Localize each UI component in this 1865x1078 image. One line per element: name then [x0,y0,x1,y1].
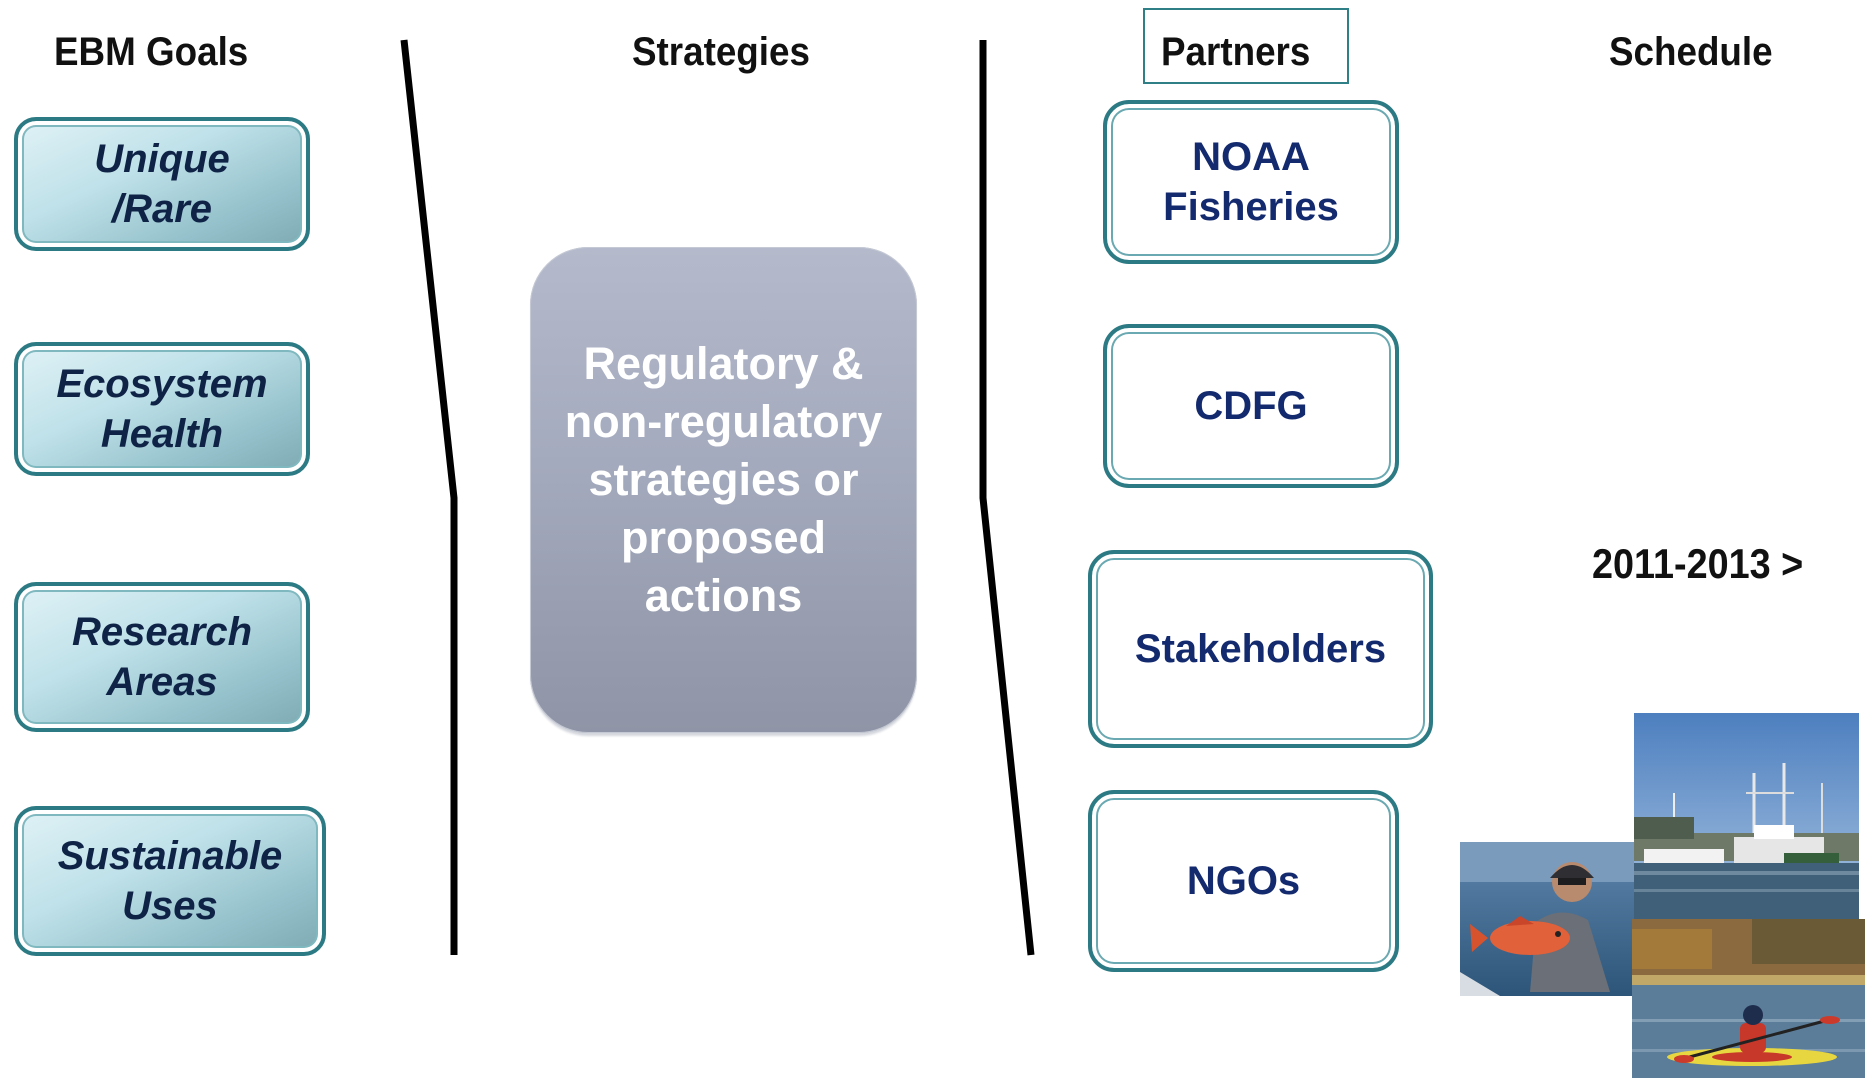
partner-label-line: CDFG [1194,384,1308,428]
strategy-text: Regulatory & non-regulatory strategies o… [564,338,883,621]
header-strategies: Strategies [632,30,810,74]
goal-sustainable-uses: Sustainable Uses [14,806,326,956]
partner-label-line: Fisheries [1163,185,1339,229]
header-partners: Partners [1161,30,1311,74]
partner-ngos: NGOs [1088,790,1399,972]
goal-label-line: /Rare [111,187,213,231]
partner-stakeholders: Stakeholders [1088,550,1433,748]
goal-unique-rare: Unique /Rare [14,117,310,251]
divider-left [400,39,458,955]
goal-label-line: Health [100,412,224,456]
divider-right [979,40,1035,956]
goal-label-line: Sustainable [57,834,283,878]
partner-noaa-fisheries: NOAA Fisheries [1103,100,1399,264]
goal-research-areas: Research Areas [14,582,310,732]
goal-label-line: Unique [94,137,230,181]
goal-label-line: Uses [122,884,218,928]
header-ebm-goals: EBM Goals [54,30,249,74]
goal-label-line: Ecosystem [56,362,268,406]
partner-cdfg: CDFG [1103,324,1399,488]
schedule-value: 2011-2013 > [1592,540,1804,587]
goal-ecosystem-health: Ecosystem Health [14,342,310,476]
photo-angler-with-fish [1460,842,1637,996]
header-schedule: Schedule [1609,30,1773,74]
goal-label-line: Research [71,610,253,654]
partner-label-line: Stakeholders [1134,627,1387,671]
strategy-box: Regulatory & non-regulatory strategies o… [530,247,917,733]
partner-label-line: NOAA [1192,135,1310,179]
header-partners-frame [1143,8,1349,84]
photo-fishing-harbor [1634,713,1859,919]
goal-label-line: Areas [106,660,218,704]
photo-kayaker [1632,919,1865,1078]
partner-label-line: NGOs [1186,859,1301,903]
